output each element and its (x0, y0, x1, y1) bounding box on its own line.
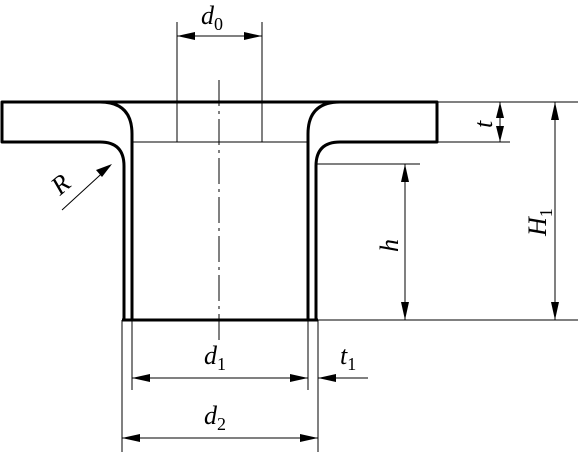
thin-lines (132, 22, 308, 340)
label-t1: t1 (340, 341, 356, 374)
dimension-R: R (44, 164, 112, 211)
label-d2: d2 (204, 401, 226, 434)
right-outer-fillet (306, 100, 341, 320)
left-flange-outline (0, 100, 126, 320)
label-h: h (375, 239, 404, 252)
part-outline (0, 100, 439, 322)
label-R: R (44, 168, 76, 201)
label-t: t (469, 120, 498, 128)
label-H1: H1 (523, 208, 556, 237)
dimension-d0: d0 (177, 1, 262, 40)
right-flange-outline (314, 100, 439, 320)
left-outer-fillet (99, 100, 134, 320)
dimension-h: h (316, 163, 420, 320)
dimension-H1: H1 (318, 102, 578, 321)
dimension-t: t (437, 101, 578, 143)
label-d0: d0 (201, 1, 223, 34)
bottom-dimensions: d1 t1 d2 (121, 320, 368, 452)
label-d1: d1 (204, 341, 226, 374)
